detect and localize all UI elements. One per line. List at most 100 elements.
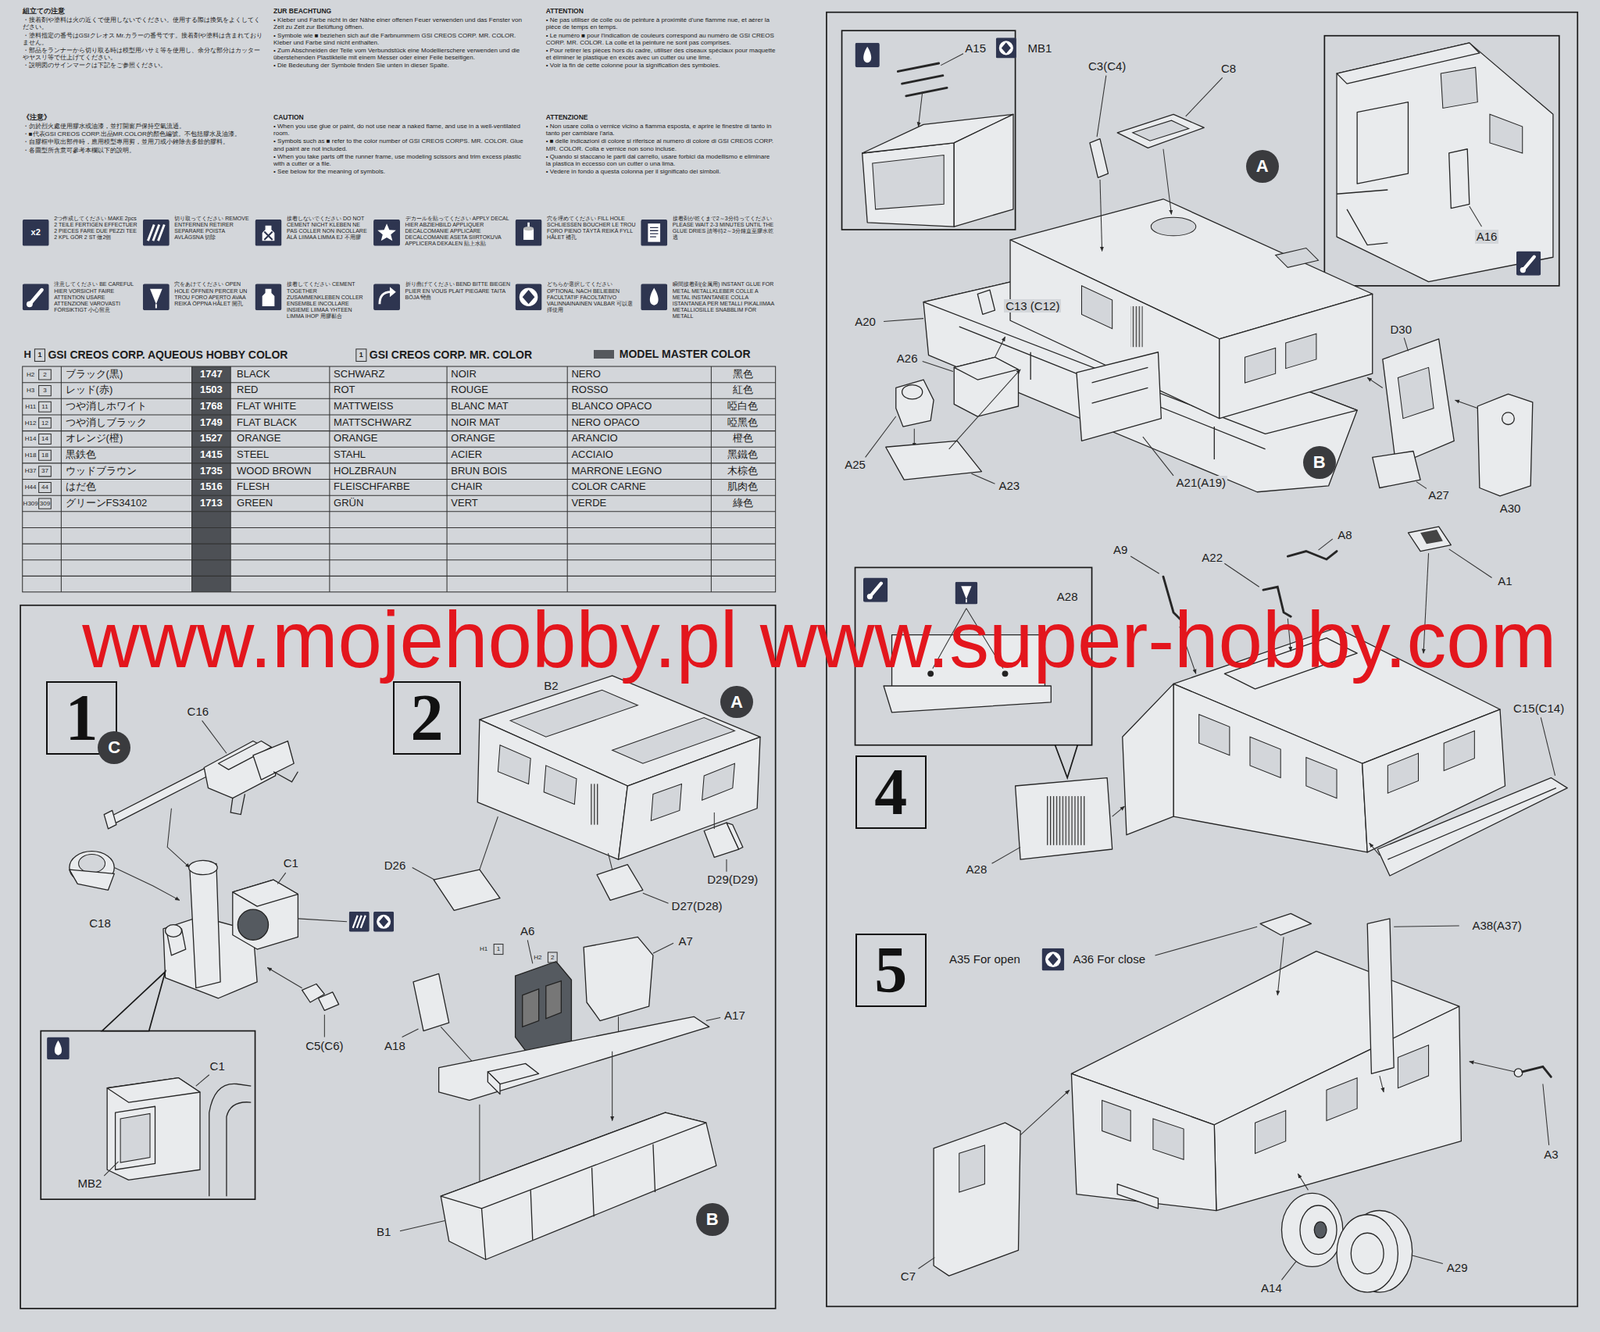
step2-art [439,1016,710,1100]
color-table-grid [356,349,367,362]
table-header: GSI CREOS CORP. MR. COLOR [369,348,533,361]
step2-art [527,939,533,964]
step2-art [412,867,436,881]
color-table-grid [22,349,776,593]
step3-art [1130,306,1143,347]
color-table-cell: NERO [571,368,601,381]
symbol-icon [515,283,543,311]
step4-art [1540,717,1555,775]
color-callout: 1 [496,945,500,953]
color-table-cell: 1415 [200,449,223,461]
part-group-letter: A [730,693,743,711]
legend-swatch [593,350,615,360]
color-table-cell: MATTSCHWARZ [333,417,412,429]
part-group-circle: C [97,731,131,765]
color-table-cell: つや消しホワイト [65,400,147,413]
color-table-cell: BLANCO OPACO [571,400,652,413]
caution-text: • Pour retirer les pièces hors du cadre,… [546,46,776,61]
color-table-cell: 1713 [200,497,223,510]
step3-art [1336,189,1388,246]
color-table-cell: FLESH [236,481,270,493]
step3-art [1336,42,1554,283]
step-number: 2 [410,685,444,751]
part-number: D26 [382,858,408,872]
color-table-cell: 1735 [200,465,223,478]
color-table-cell: STAHL [333,449,366,461]
part-group-circle: B [696,1203,729,1236]
step3-art [883,318,924,322]
step5-art [1542,1084,1550,1146]
color-table-cell: 黒鉄色 [65,449,97,461]
color-table-cell: NERO OPACO [571,417,640,429]
step2-art [725,859,727,872]
step4-art [1407,526,1451,551]
step4-art [1449,549,1493,579]
step3-art [902,385,923,400]
step-number-box: 5 [855,933,927,1008]
symbol-icon [255,219,283,247]
text-column: CAUTION• When you use glue or paint, do … [273,114,531,176]
part-number: A17 [722,1008,747,1022]
step2-art [583,936,654,1021]
color-table-cell: 1749 [200,417,223,429]
step2-art [607,853,612,870]
part-number: B2 [542,678,560,693]
step3-art [1100,179,1103,251]
step1-art [189,863,221,988]
step3-art [862,142,955,227]
step4-art [1377,778,1568,876]
step3-art [885,440,983,480]
part-number: A28 [1055,589,1080,604]
step4-art [863,526,1568,876]
step5-art [1277,936,1284,995]
step5-art [933,1122,1021,1276]
color-table-cell: MATTWEISS [333,400,393,413]
step2-art [547,952,558,963]
color-table-grid [22,366,776,593]
color-table-cell: レッド(赤) [65,384,114,397]
part-number: A14 [1259,1281,1284,1295]
step2-art [440,1112,707,1209]
caution-text: • See below for the meaning of symbols. [273,167,531,175]
color-table-cell: GREEN [236,497,273,510]
part-number: A6 [518,924,536,938]
step2-art [402,1028,419,1037]
step2-art [596,864,643,901]
step5-art [1155,926,1258,956]
text-column: 《注意》・勿於烈火處使用膠水或油漆，並打開窗戶保持空氣流通。・■代表GSI CR… [22,114,266,155]
part-number: A35 For open [947,952,1022,966]
part-number: A8 [1335,528,1354,542]
part-number: A1 [1496,574,1514,588]
part-number: C7 [899,1269,918,1283]
step1-art [237,909,268,940]
color-table-cell: ウッドブラウン [65,465,137,478]
symbol-legend-text: 2つ作成してください MAKE 2pcs 2 TEILE FERTIGEN EF… [53,215,140,241]
part-number: A26 [895,351,920,365]
step5-art [1297,1173,1308,1190]
step2-art [400,1221,445,1232]
step3-art [971,473,995,484]
color-table-cell: H2 [26,371,35,379]
color-table-cell: H44 [25,483,37,491]
step3-art [1076,352,1161,442]
step5-art [1326,1078,1358,1122]
caution-text: • Symbols such as ■ refer to the color n… [273,137,531,152]
color-table-cell: H12 [25,419,37,427]
color-table-cell: BRUN BOIS [450,465,508,478]
caution-text: ・■代表GSI CREOS CORP.出品MR.COLOR的顏色編號。不包括膠水… [22,130,266,138]
step2-art [477,719,628,860]
symbol-icon [515,219,543,247]
caution-text: • Non usare colla o vernice vicino a fia… [546,122,776,137]
part-number: A27 [1426,488,1451,502]
color-table-cell: 木棕色 [727,465,758,478]
caution-text: ATTENTION [546,7,776,16]
color-table-cell: ACCIAIO [571,449,613,461]
color-table-cell: FLEISCHFARBE [333,481,411,493]
part-group-letter: B [706,1210,719,1229]
table-header: GSI CREOS CORP. AQUEOUS HOBBY COLOR [47,348,288,361]
step3-art [896,379,934,427]
color-table-cell: H3 [26,386,35,394]
step3-art [1502,412,1515,425]
step-number-box: 4 [855,755,927,829]
step5-art [918,1257,936,1269]
